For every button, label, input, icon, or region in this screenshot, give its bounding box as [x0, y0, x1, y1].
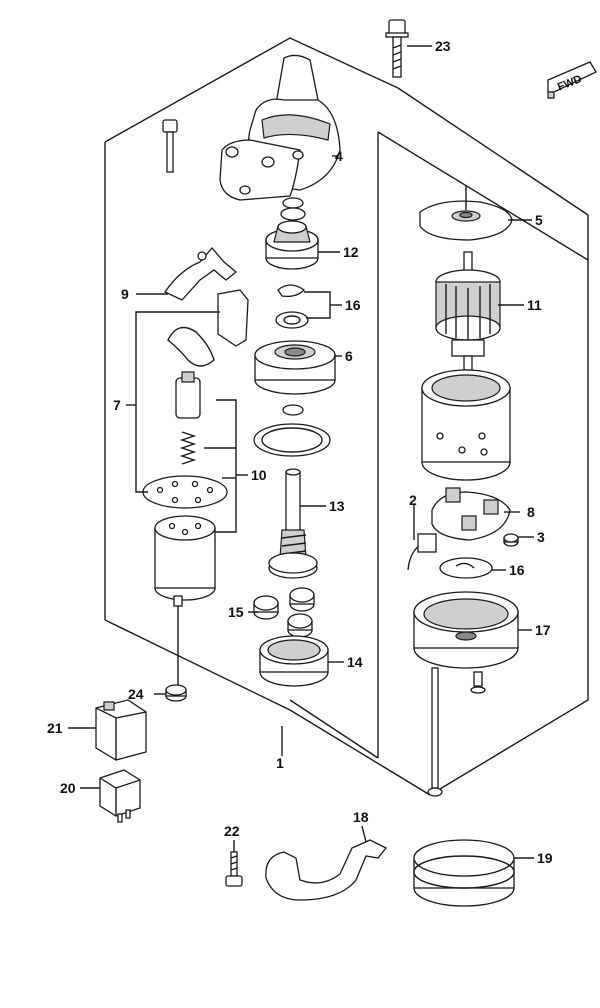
callout-20: 20 [60, 780, 76, 796]
plate-5 [419, 186, 513, 241]
drive-shaft-13 [268, 468, 318, 579]
brush-holder-8 [407, 487, 511, 571]
gasket-ring [253, 423, 331, 457]
solenoid-housing-4 [162, 54, 341, 201]
callout-11: 11 [527, 297, 542, 313]
callout-8: 8 [527, 504, 535, 520]
callout-12: 12 [343, 244, 359, 260]
contact-assembly-7 [142, 289, 249, 509]
relay-21 [95, 699, 147, 761]
bracket-18 [265, 839, 388, 901]
armature-11 [435, 251, 501, 371]
nut-24 [165, 606, 187, 702]
pinion-gear-12 [265, 220, 319, 270]
bolt-22 [225, 851, 243, 887]
callout-13: 13 [329, 498, 345, 514]
callout-labels: 23 4 5 12 9 16 11 6 7 10 2 13 8 3 16 15 … [47, 38, 553, 866]
callout-22: 22 [224, 823, 240, 839]
callout-21: 21 [47, 720, 63, 736]
motor-yoke-right [421, 369, 511, 481]
bracket-lines [126, 291, 342, 533]
callout-9: 9 [121, 286, 129, 302]
callout-1: 1 [276, 755, 284, 771]
callout-16-lower: 16 [509, 562, 525, 578]
leader-lines [68, 45, 534, 859]
shift-lever-9 [164, 247, 238, 301]
callout-23: 23 [435, 38, 451, 54]
callout-17: 17 [535, 622, 551, 638]
assembly-frame [104, 37, 589, 796]
end-cover-17 [413, 591, 519, 669]
bolt-23 [385, 19, 409, 78]
callout-6: 6 [345, 348, 353, 364]
relay-20 [99, 769, 141, 823]
plate-16-lower [439, 557, 493, 579]
callout-16-upper: 16 [345, 297, 361, 313]
snap-ring-16-upper [275, 284, 309, 329]
callout-15: 15 [228, 604, 244, 620]
callout-5: 5 [535, 212, 543, 228]
fwd-direction-badge: FWD [547, 61, 597, 99]
band-19 [413, 839, 515, 907]
callout-14: 14 [347, 654, 363, 670]
callout-3: 3 [537, 529, 545, 545]
nut-3 [503, 533, 519, 547]
through-bolt [427, 667, 486, 797]
planetary-gears-15 [253, 587, 315, 638]
callout-18: 18 [353, 809, 369, 825]
washer-under-6 [282, 404, 304, 416]
callout-10: 10 [251, 467, 267, 483]
washer-stack [280, 197, 306, 221]
internal-gear-14 [259, 635, 329, 687]
bearing-holder-6 [254, 340, 336, 395]
motor-yoke-10 [154, 515, 216, 607]
callout-2: 2 [409, 492, 417, 508]
callout-19-label: 19 [537, 850, 553, 866]
callout-4: 4 [335, 148, 343, 164]
callout-7: 7 [113, 397, 121, 413]
callout-24: 24 [128, 686, 144, 702]
